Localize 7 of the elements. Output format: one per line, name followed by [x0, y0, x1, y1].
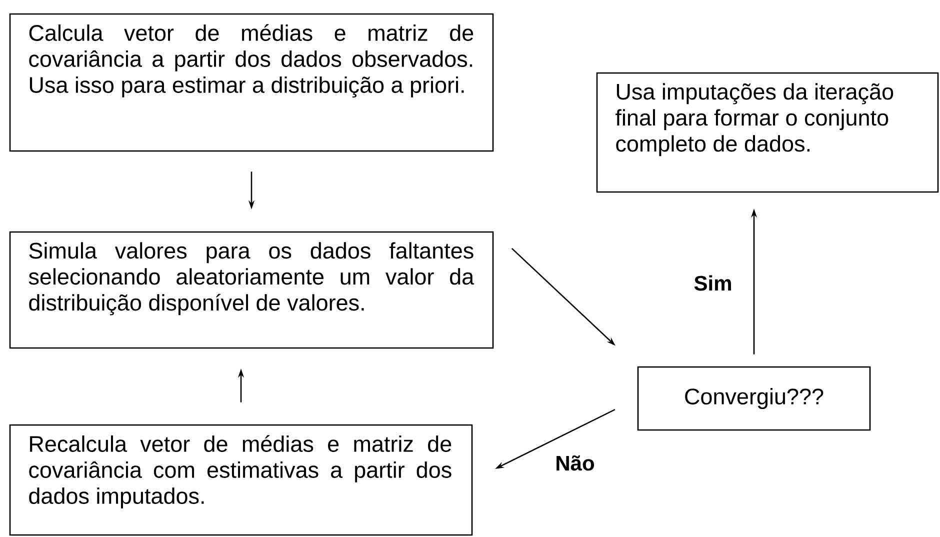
- process-box: Calcula vetor de médias e matriz de covariância a partir dos dados observados. Usa isso para estimar a distribuição a priori.: [9, 13, 494, 152]
- process-box: Usa imputações da iteração final para formar o conjunto completo de dados.: [596, 72, 939, 193]
- edge-label: Não: [554, 454, 596, 472]
- edge-label: Sim: [692, 274, 734, 292]
- process-box: Convergiu???: [637, 366, 871, 431]
- process-box: Simula valores para os dados faltantes selecionando aleatoriamente um valor da distribuição disponível de valores.: [9, 231, 494, 349]
- process-box: Recalcula vetor de médias e matriz de covariância com estimativas a partir dos dados imputados.: [9, 424, 473, 536]
